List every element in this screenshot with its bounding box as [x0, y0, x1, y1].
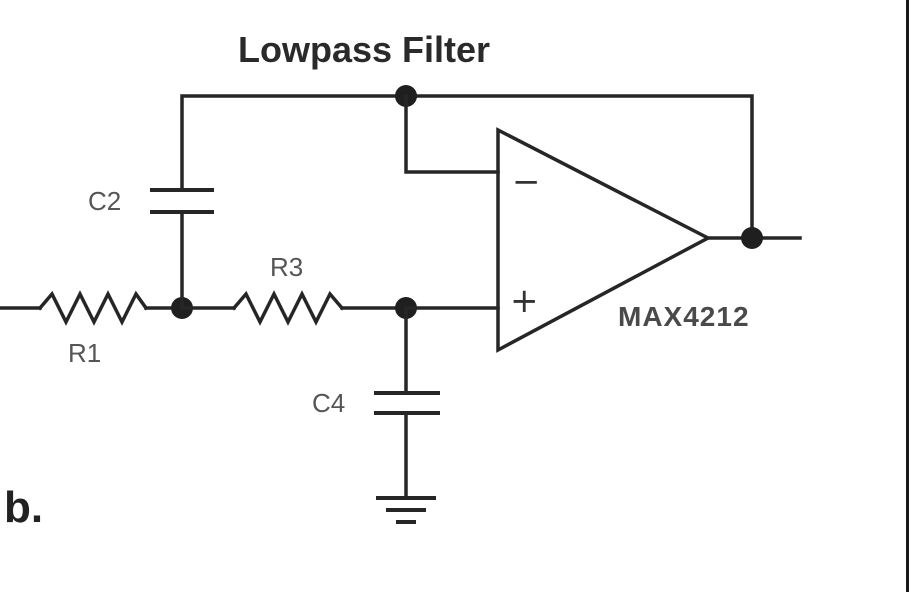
diagram-title: Lowpass Filter: [238, 29, 490, 70]
image-border-line: [906, 0, 909, 592]
noninverting-input-sign: +: [510, 281, 539, 321]
inverting-input-sign: −: [512, 162, 541, 202]
resistor-r1: [37, 290, 149, 326]
wire-feedback-to-inverting-input: [404, 94, 500, 174]
wire-c2-upper: [180, 94, 754, 240]
ground-icon: [376, 496, 436, 524]
opamp-triangle: [496, 127, 712, 353]
junction-node-output: [741, 227, 763, 249]
label-r1: R1: [68, 338, 101, 368]
label-r3: R3: [270, 252, 303, 282]
opamp-part-number: MAX4212: [618, 301, 750, 332]
resistor-r3: [231, 290, 345, 326]
label-c2: C2: [88, 186, 121, 216]
label-c4: C4: [312, 388, 345, 418]
panel-label: b.: [4, 483, 43, 532]
